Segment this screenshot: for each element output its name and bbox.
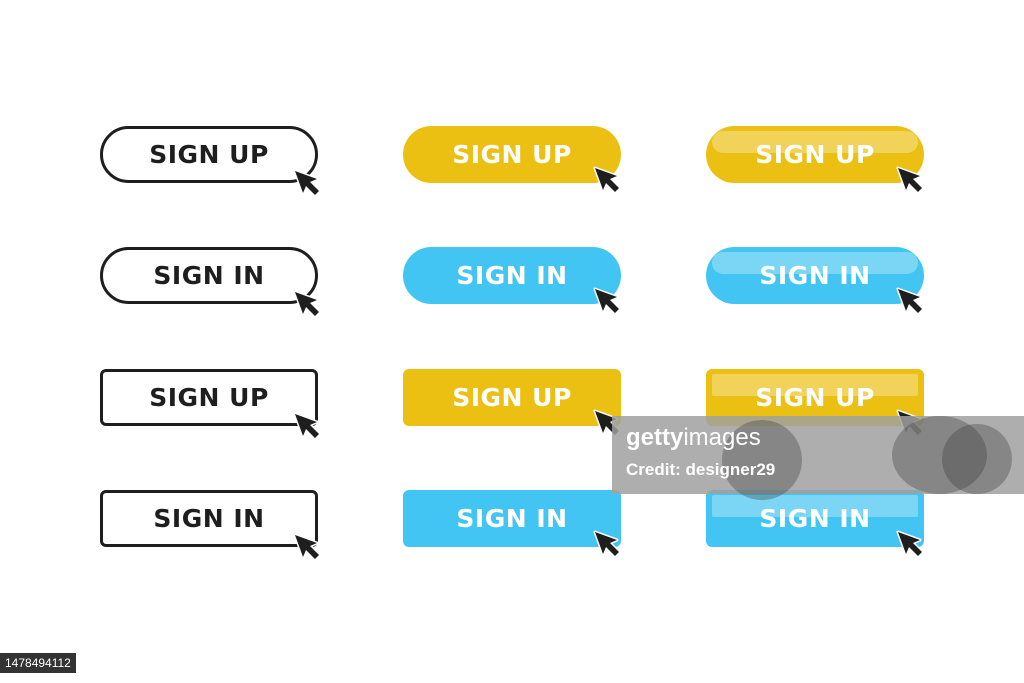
sign-in-button[interactable]: SIGN IN: [706, 247, 924, 315]
arrow-pointer-icon: [589, 526, 623, 560]
button-label: SIGN UP: [452, 140, 572, 169]
watermark-brand-bold: getty: [626, 424, 684, 451]
sign-up-button[interactable]: SIGN UP: [706, 126, 924, 194]
watermark-brand-light: images: [683, 424, 761, 451]
button-label: SIGN UP: [149, 383, 269, 412]
gloss-highlight: [712, 252, 918, 274]
watermark-credit: Credit: designer29: [626, 460, 776, 479]
sign-up-button[interactable]: SIGN UP: [403, 126, 621, 194]
button-label: SIGN IN: [153, 261, 265, 290]
sign-in-button[interactable]: SIGN IN: [100, 490, 321, 561]
arrow-pointer-icon: [289, 286, 323, 320]
arrow-pointer-icon: [892, 526, 926, 560]
button-label: SIGN UP: [149, 140, 269, 169]
gloss-highlight: [712, 131, 918, 153]
button-label: SIGN IN: [759, 504, 871, 533]
arrow-pointer-icon: [289, 165, 323, 199]
button-label: SIGN UP: [452, 383, 572, 412]
watermark: gettyimages Credit: designer29: [612, 416, 1024, 500]
sign-in-button[interactable]: SIGN IN: [100, 247, 321, 318]
sign-in-button[interactable]: SIGN IN: [706, 490, 924, 558]
button-label: SIGN UP: [755, 383, 875, 412]
sign-in-button[interactable]: SIGN IN: [403, 247, 621, 315]
sign-up-button[interactable]: SIGN UP: [100, 126, 321, 197]
arrow-pointer-icon: [589, 283, 623, 317]
button-label: SIGN IN: [153, 504, 265, 533]
sign-up-button[interactable]: SIGN UP: [100, 369, 321, 440]
image-id: 1478494112: [0, 653, 76, 673]
button-label: SIGN IN: [456, 504, 568, 533]
button-label: SIGN UP: [755, 140, 875, 169]
arrow-pointer-icon: [289, 529, 323, 563]
button-label: SIGN IN: [456, 261, 568, 290]
arrow-pointer-icon: [892, 162, 926, 196]
watermark-logo: gettyimages: [626, 424, 761, 452]
gloss-highlight: [712, 374, 918, 396]
sign-up-button[interactable]: SIGN UP: [403, 369, 621, 437]
button-label: SIGN IN: [759, 261, 871, 290]
arrow-pointer-icon: [892, 283, 926, 317]
gloss-highlight: [712, 495, 918, 517]
sign-in-button[interactable]: SIGN IN: [403, 490, 621, 558]
arrow-pointer-icon: [289, 408, 323, 442]
arrow-pointer-icon: [589, 162, 623, 196]
